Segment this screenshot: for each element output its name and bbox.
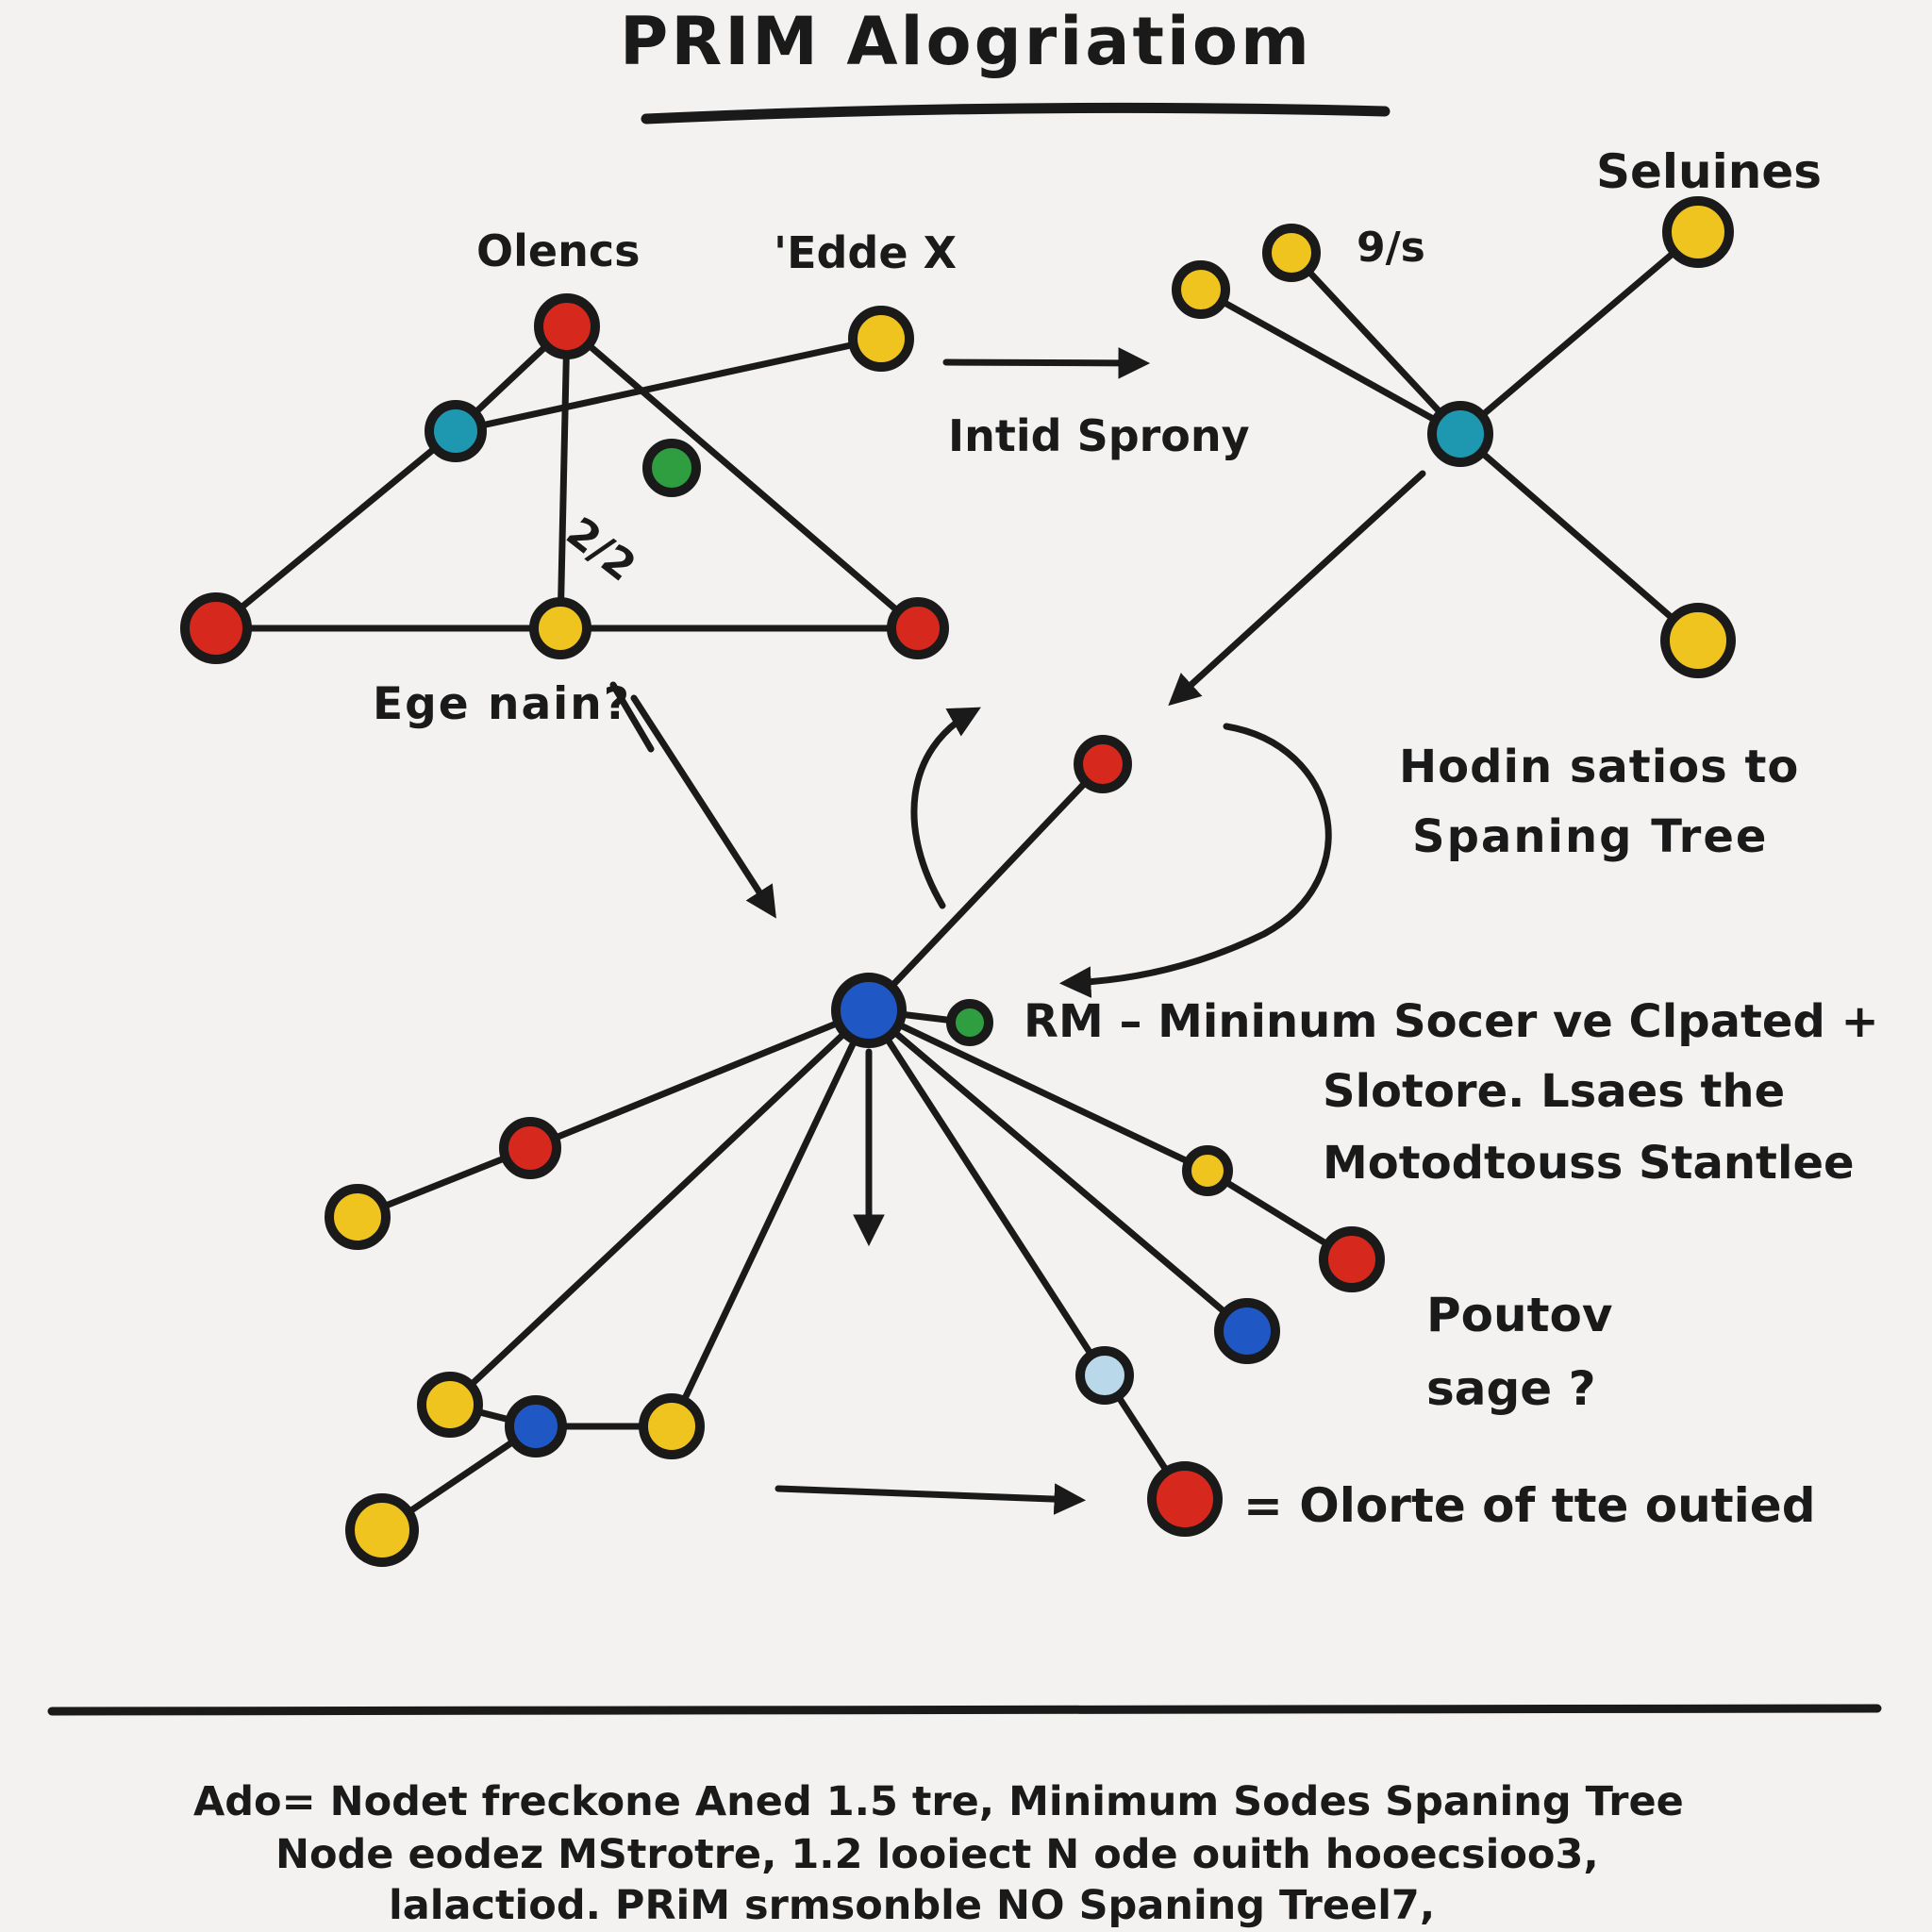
graph-node-blue xyxy=(1214,1298,1280,1364)
cluster-down-arrow xyxy=(1168,470,1426,707)
title-underline xyxy=(641,102,1391,125)
graph-node-green xyxy=(642,439,701,497)
graph-edge xyxy=(865,1007,1211,1174)
graph-edge xyxy=(446,1007,873,1408)
graph-node-red xyxy=(887,597,949,659)
graph-edge xyxy=(865,760,1107,1014)
ege-down-arrow xyxy=(630,694,776,919)
legend-arrow xyxy=(774,1483,1087,1515)
graph-node-red xyxy=(1147,1461,1223,1537)
rm-note-line2: Slotore. Lsaes the xyxy=(1323,1065,1786,1118)
ege-tick xyxy=(609,681,655,753)
graph-edge xyxy=(212,427,459,632)
transition-arrow-label: Intid Sprony xyxy=(948,410,1250,461)
edge-question-label: Ege nain? xyxy=(373,678,631,730)
graph-node-green xyxy=(946,999,993,1046)
graph-edge xyxy=(1288,249,1464,438)
rm-note-line3: Motodtouss Stantlee xyxy=(1323,1137,1855,1190)
footer-line1: Ado= Nodet freckone Aned 1.5 tre, Minimu… xyxy=(193,1778,1684,1825)
graph1-to-graph2-arrow xyxy=(942,347,1151,379)
graph-edge xyxy=(1197,286,1464,438)
graph-node-teal xyxy=(425,400,487,462)
footer-divider xyxy=(47,1704,1882,1716)
graph-node-blue xyxy=(505,1395,567,1457)
spanning-note-line1: Hodin satios to xyxy=(1399,741,1800,793)
graph-node-lightblue xyxy=(1075,1346,1134,1405)
graph-node-yellow xyxy=(848,306,914,372)
cluster-label: Seluines xyxy=(1596,144,1823,199)
rm-note-line1: RM – Mininum Socer ve Clpated + xyxy=(1024,995,1879,1048)
graph-node-yellow xyxy=(345,1493,419,1567)
graph-node-yellow xyxy=(1660,603,1736,678)
footer-line3: lalactiod. PRiM srmsonble NO Spaning Tre… xyxy=(389,1882,1436,1929)
cluster-weight-label: 9/s xyxy=(1357,224,1425,272)
graph-edge xyxy=(668,1007,873,1430)
graph-node-yellow xyxy=(1662,196,1734,268)
curved-up-arrow xyxy=(910,707,981,909)
graph-node-yellow xyxy=(639,1393,705,1459)
graph-edge xyxy=(563,323,922,632)
footer-line2: Node eodez MStrotre, 1.2 looiect N ode o… xyxy=(275,1831,1599,1878)
graph-edge xyxy=(1457,430,1702,644)
graph-node-red xyxy=(1319,1226,1385,1292)
graph-node-yellow xyxy=(1182,1145,1233,1196)
graph-node-teal xyxy=(1427,401,1493,467)
graph-node-yellow xyxy=(325,1184,391,1250)
graph-edge xyxy=(557,323,571,632)
graph-node-yellow xyxy=(417,1372,483,1438)
graph1-left-label: Olencs xyxy=(476,225,641,276)
graph-edge xyxy=(865,1007,1251,1335)
graph1-right-label: 'Edde X xyxy=(774,227,958,278)
spanning-note-line2: Spaning Tree xyxy=(1412,810,1769,863)
graph-node-yellow xyxy=(1262,224,1321,282)
graph-edge xyxy=(526,1007,873,1152)
pointer-note-line2: sage ? xyxy=(1426,1361,1596,1416)
graph-edge xyxy=(865,1007,1108,1379)
graph-node-blue xyxy=(831,973,907,1048)
pointer-note-line1: Poutov xyxy=(1426,1288,1613,1342)
graph-edge xyxy=(1457,228,1702,438)
legend-label: = Olorte of tte outied xyxy=(1243,1478,1816,1533)
graph-node-yellow xyxy=(529,597,591,659)
page-title: PRIM Alogriatiom xyxy=(620,3,1312,80)
graph-edge xyxy=(452,335,885,435)
hook-arrow xyxy=(1058,723,1332,998)
graph-node-red xyxy=(534,293,600,359)
graph-node-red xyxy=(180,592,252,664)
graph-node-yellow xyxy=(1172,260,1230,319)
graph-node-red xyxy=(499,1117,561,1179)
graph-node-red xyxy=(1074,735,1132,793)
